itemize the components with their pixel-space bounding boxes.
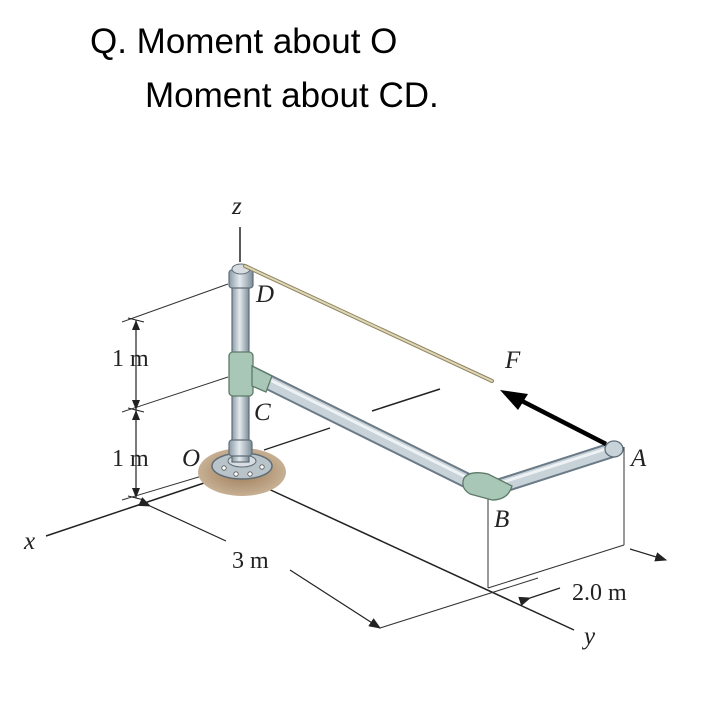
dim-arrowhead-1 — [132, 320, 140, 330]
dim-line-2m-right — [629, 548, 668, 562]
point-label-c: C — [254, 399, 271, 426]
pipe-cb-highlight — [251, 369, 479, 485]
point-label-o: O — [182, 445, 200, 472]
dim-extension-3m — [379, 577, 539, 629]
dim-extension-top — [121, 283, 229, 323]
box-bottom-edge — [487, 544, 625, 589]
y-axis-line — [261, 485, 575, 631]
question-line-1: Q. Moment about O — [90, 22, 398, 61]
projection-line-c — [263, 427, 331, 451]
tee-branch-c — [251, 364, 273, 393]
point-label-a: A — [629, 445, 647, 472]
dim-label-upper: 1 m — [112, 346, 149, 372]
pipe-segment-ba — [488, 444, 618, 494]
tee-fitting-c — [228, 351, 254, 397]
bolt-hole-3 — [247, 471, 253, 477]
point-label-b: B — [494, 506, 509, 533]
dim-label-width: 2.0 m — [572, 580, 627, 606]
dim-line-2m-left — [518, 587, 561, 606]
dim-line-3m-right — [289, 569, 382, 629]
dim-arrowhead-2 — [132, 400, 140, 410]
bolt-hole-1 — [221, 465, 227, 471]
y-axis-label: y — [581, 623, 596, 650]
dim-line-3m-left — [138, 497, 227, 542]
bolt-hole-4 — [259, 464, 265, 470]
elbow-fitting-b — [462, 472, 513, 501]
pipe-coupling-bottom — [228, 439, 253, 457]
question-line-2: Moment about CD. — [145, 76, 439, 115]
pipe-segment-cb — [246, 368, 484, 492]
hidden-edge-line — [371, 388, 441, 412]
z-axis-label: z — [231, 193, 242, 220]
force-label-f: F — [504, 347, 521, 374]
dim-arrowhead-4 — [132, 488, 140, 498]
pipe-ba-highlight — [493, 445, 613, 487]
force-arrowhead — [500, 390, 528, 410]
dim-label-length: 3 m — [232, 548, 269, 574]
x-axis-line — [45, 476, 223, 537]
pipe-end-a — [604, 440, 624, 458]
dim-extension-mid — [121, 376, 229, 413]
force-arrow-shaft — [518, 397, 608, 447]
bolt-hole-2 — [233, 471, 239, 477]
dim-label-lower: 1 m — [112, 446, 149, 472]
point-label-d: D — [255, 281, 274, 308]
cable — [244, 265, 493, 382]
dim-arrowhead-3 — [132, 410, 140, 420]
x-axis-label: x — [23, 528, 35, 555]
